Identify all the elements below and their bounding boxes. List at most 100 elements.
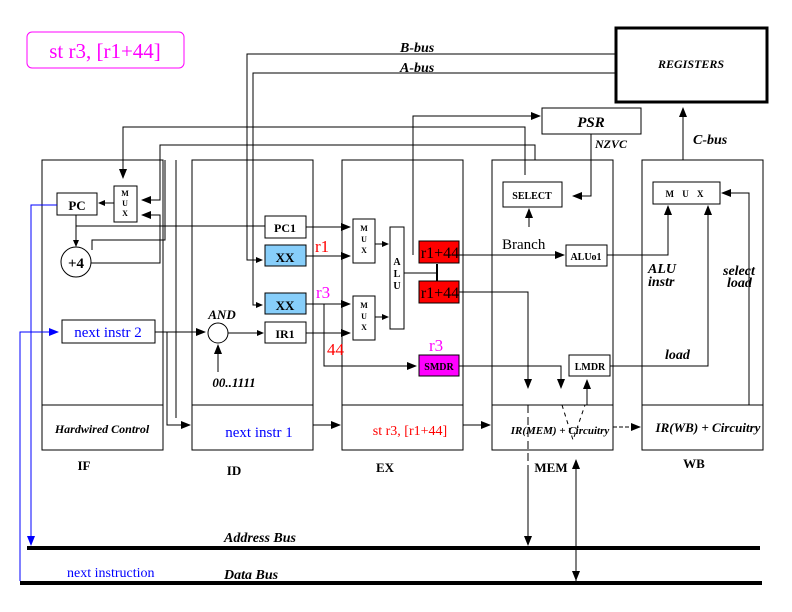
psr-flags-label: NZVC [594, 137, 628, 151]
lmdr-register: LMDR [568, 354, 611, 377]
svg-text:U: U [361, 312, 367, 321]
stage-wb: IR(WB) + Circuitry WB [641, 159, 764, 471]
alu-instr-label-1: ALU [647, 262, 677, 277]
next-instr-2-register: next instr 2 [61, 319, 156, 344]
ex-result-register-1: r1+44 [418, 240, 460, 264]
svg-text:M: M [360, 224, 368, 233]
stage-id: next instr 1 ID [191, 159, 314, 478]
svg-text:PC1: PC1 [274, 221, 296, 235]
wire-branch-to-if-mux [119, 126, 526, 179]
wire-result-to-mem-addr [459, 291, 532, 389]
mem-stage-label: MEM [534, 460, 567, 475]
svg-text:U: U [122, 199, 128, 208]
data-bus-label: Data Bus [223, 568, 279, 583]
select-unit: SELECT [502, 181, 563, 208]
wire-data-bus-to-ir [19, 328, 59, 581]
alu: A L U [389, 226, 405, 330]
ir1-register: IR1 [264, 321, 307, 344]
svg-text:XX: XX [276, 298, 295, 313]
ex-mux-1: M U X [352, 218, 376, 264]
xx-register-2: XX [264, 292, 307, 315]
mem-control-label: IR(MEM) + Circuitry [510, 425, 610, 437]
psr-block: PSR NZVC [541, 107, 642, 151]
svg-text:A: A [393, 257, 401, 268]
instruction-label-box: st r3, [r1+44] [26, 31, 185, 69]
id-stage-label: ID [227, 463, 241, 478]
wb-mux: M U X [652, 181, 721, 205]
wire-pc-branch [91, 160, 166, 250]
svg-text:L: L [394, 269, 401, 280]
svg-text:U: U [361, 235, 367, 244]
svg-text:X: X [361, 323, 367, 332]
wire-r3-to-smdr [323, 304, 417, 370]
select-load-label-1: select [722, 264, 756, 279]
svg-text:00..1111: 00..1111 [212, 375, 255, 390]
svg-text:r1+44: r1+44 [421, 285, 459, 302]
pc-register: PC [56, 192, 98, 216]
instruction-label: st r3, [r1+44] [49, 39, 161, 63]
wb-control-label: IR(WB) + Circuitry [655, 420, 761, 435]
imm-44-label: 44 [327, 340, 345, 359]
svg-text:SELECT: SELECT [512, 191, 552, 202]
registers-label: REGISTERS [657, 57, 724, 71]
svg-text:M: M [121, 189, 129, 198]
svg-text:X: X [361, 246, 367, 255]
svg-text:AND: AND [207, 307, 236, 322]
xx-register-1: XX [264, 244, 307, 267]
svg-text:r1+44: r1+44 [421, 245, 459, 262]
data-bus: Data Bus next instruction [20, 566, 762, 585]
stage-if: Hardwired Control IF [41, 159, 164, 473]
pc1-register: PC1 [264, 215, 307, 239]
ex-stage-label: EX [376, 460, 395, 475]
wire-plus4-to-mux [91, 211, 161, 264]
svg-text:X: X [122, 209, 128, 218]
wire-target-to-if-mux [141, 144, 536, 204]
svg-text:PC: PC [68, 198, 85, 213]
stage-mem: IR(MEM) + Circuitry MEM [491, 159, 614, 475]
svg-text:M: M [360, 301, 368, 310]
wire-pc-to-address-bus [27, 204, 57, 546]
if-control-label: Hardwired Control [54, 422, 150, 436]
alu-instr-label-2: instr [648, 275, 675, 290]
r1-label: r1 [315, 237, 329, 256]
c-bus-label: C-bus [693, 133, 728, 148]
and-gate: AND 00..1111 [207, 307, 255, 390]
wire-to-psr [412, 112, 541, 255]
wire-psr-to-select [572, 134, 592, 200]
svg-text:SMDR: SMDR [424, 362, 454, 373]
ex-mux-2: M U X [352, 295, 376, 341]
select-load-label-2: load [727, 276, 753, 291]
branch-label: Branch [502, 237, 546, 253]
a-bus: A-bus [252, 61, 616, 308]
wire-ir-to-id-control [166, 332, 191, 429]
smdr-register: SMDR [418, 354, 460, 377]
id-control-label: next instr 1 [225, 425, 293, 441]
svg-text:ALUo1: ALUo1 [570, 252, 601, 263]
address-bus: Address Bus [27, 531, 760, 550]
aluo1-register: ALUo1 [565, 244, 608, 267]
r3-label-b: r3 [429, 336, 443, 355]
registers-block: REGISTERS [614, 26, 769, 104]
svg-text:U: U [393, 281, 400, 292]
wire-smdr-to-mem [459, 365, 565, 389]
if-mux: M U X [113, 185, 138, 223]
wire-select-load-to-mux [721, 189, 750, 405]
ex-control-label: st r3, [r1+44] [373, 424, 447, 439]
address-bus-label: Address Bus [223, 531, 297, 546]
r3-label-a: r3 [316, 283, 330, 302]
wire-aluo1-to-wb-mux [607, 205, 672, 256]
svg-text:next instr 2: next instr 2 [74, 325, 142, 341]
if-stage-label: IF [78, 458, 91, 473]
load-label: load [665, 348, 691, 363]
plus4-adder: +4 [60, 246, 92, 278]
b-bus: B-bus [246, 41, 616, 263]
wb-stage-label: WB [683, 456, 705, 471]
wire-lmdr-to-wb-mux [610, 205, 712, 367]
svg-text:IR1: IR1 [275, 327, 294, 341]
next-instruction-label: next instruction [67, 566, 155, 581]
a-bus-label: A-bus [399, 61, 435, 76]
svg-text:XX: XX [276, 250, 295, 265]
svg-text:LMDR: LMDR [575, 362, 606, 373]
psr-label: PSR [577, 115, 605, 131]
